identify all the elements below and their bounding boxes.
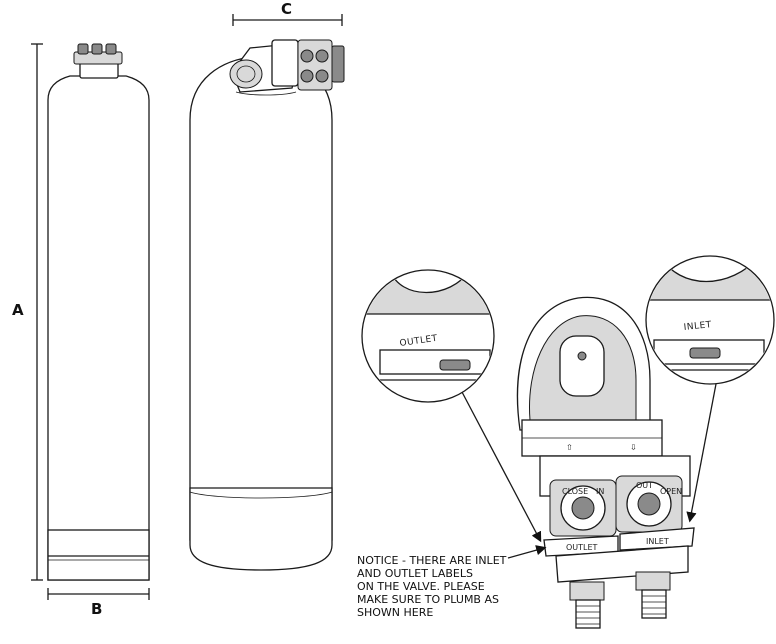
inlet-leader-line — [686, 383, 717, 523]
dimension-b: B — [47, 588, 150, 618]
left-tank — [47, 43, 150, 581]
middle-tank — [189, 39, 345, 571]
outlet-knob-close: CLOSE — [562, 487, 588, 496]
down-arrow-icon: ⇩ — [630, 443, 637, 452]
inlet-knob-out: OUT — [636, 481, 653, 490]
valve-inlet-label: INLET — [646, 537, 669, 546]
notice-line-3: ON THE VALVE. PLEASE — [357, 580, 485, 593]
valve-outlet-label: OUTLET — [566, 543, 598, 552]
outlet-zoom-callout: OUTLET — [361, 269, 495, 403]
dimension-a-label: A — [12, 301, 24, 319]
dimension-c-label: C — [281, 0, 292, 18]
notice-line-2: AND OUTLET LABELS — [357, 567, 473, 580]
valve-detail: ⇧ ⇩ CLOSE IN OUT OPEN OUTLET INLET — [516, 296, 695, 629]
notice-leader-line — [507, 545, 547, 559]
outlet-fitting — [569, 581, 605, 629]
inlet-fitting — [635, 571, 671, 619]
callout-inlet-label: INLET — [683, 320, 712, 333]
dimension-c: C — [232, 0, 343, 26]
dimension-b-label: B — [91, 600, 102, 618]
outlet-bypass-knob: CLOSE IN — [549, 479, 617, 537]
notice-line-4: MAKE SURE TO PLUMB AS — [357, 593, 499, 606]
notice-line-1: NOTICE - THERE ARE INLET — [357, 554, 507, 567]
outlet-knob-in: IN — [596, 487, 604, 496]
inlet-knob-open: OPEN — [660, 487, 682, 496]
dimension-a: A — [10, 43, 43, 581]
outlet-leader-line — [461, 391, 542, 543]
inlet-bypass-knob: OUT OPEN — [615, 475, 683, 533]
up-arrow-icon: ⇧ — [566, 443, 573, 452]
notice-line-5: SHOWN HERE — [357, 606, 434, 619]
plumbing-notice: NOTICE - THERE ARE INLET AND OUTLET LABE… — [357, 554, 557, 619]
inlet-zoom-callout: INLET — [645, 255, 775, 385]
